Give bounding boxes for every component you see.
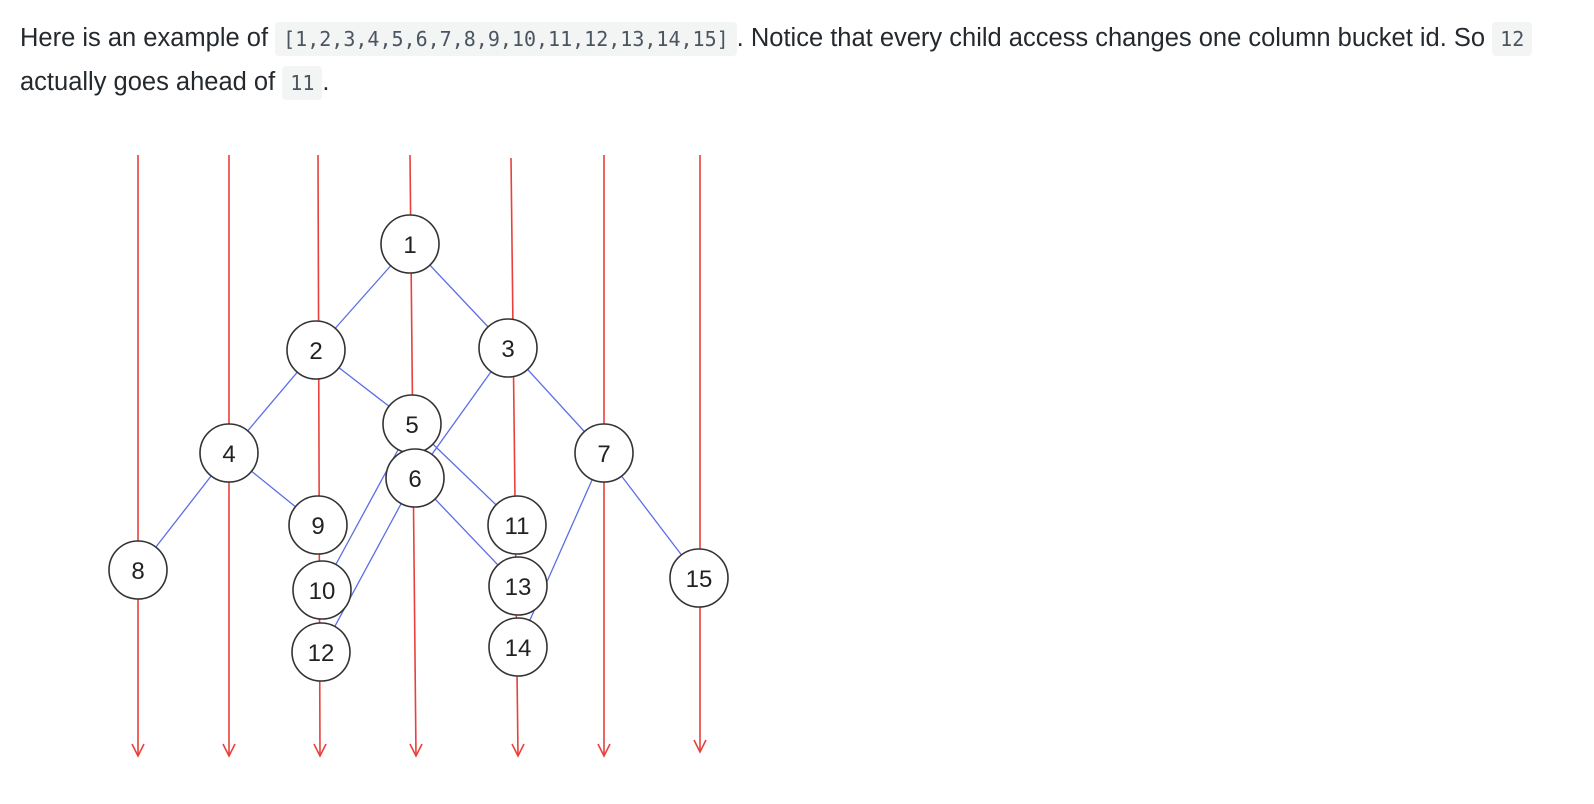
array-code: [1,2,3,4,5,6,7,8,9,10,11,12,13,14,15] (275, 22, 737, 56)
node-label: 5 (405, 412, 418, 439)
tree-node: 14 (488, 617, 548, 677)
tree-node: 5 (382, 394, 442, 454)
tree-node: 6 (385, 448, 445, 508)
node-label: 6 (408, 466, 421, 493)
node-label: 9 (311, 513, 324, 540)
node-label: 10 (309, 578, 336, 605)
node-label: 3 (501, 336, 514, 363)
node-label: 13 (505, 574, 532, 601)
node-label: 12 (308, 640, 335, 667)
tree-node: 15 (669, 548, 729, 608)
tree-node: 8 (108, 540, 168, 600)
tree-node: 12 (291, 622, 351, 682)
node-label: 14 (505, 635, 532, 662)
arrow-head (511, 743, 525, 758)
tree-node: 7 (574, 423, 634, 483)
tree-nodes: 1 2 3 4 5 6 7 8 9 10 11 12 13 14 15 (108, 214, 729, 682)
arrow-head (313, 743, 327, 758)
tree-node: 11 (487, 495, 547, 555)
arrow-head (693, 739, 707, 754)
intro-text: Here is an example of (20, 24, 269, 52)
edge-5-10 (321, 423, 413, 591)
code-12: 12 (1492, 22, 1533, 56)
tree-node: 13 (488, 556, 548, 616)
node-label: 2 (309, 338, 322, 365)
node-label: 1 (403, 232, 416, 259)
edge-7-14 (517, 452, 605, 648)
arrow-head (597, 743, 611, 758)
node-label: 7 (597, 441, 610, 468)
description-paragraph: Here is an example of [1,2,3,4,5,6,7,8,9… (20, 17, 1580, 105)
node-label: 15 (686, 566, 713, 593)
arrow-head (131, 743, 145, 758)
arrow-head (409, 743, 423, 758)
mid-text: . Notice that every child access changes… (736, 24, 1486, 52)
tree-node: 9 (288, 495, 348, 555)
node-label: 11 (505, 513, 530, 540)
code-11: 11 (282, 66, 323, 100)
tree-node: 3 (478, 318, 538, 378)
tree-node: 4 (199, 423, 259, 483)
between-text: actually goes ahead of (20, 68, 276, 96)
tree-node: 10 (292, 560, 352, 620)
node-label: 4 (222, 441, 235, 468)
node-label: 8 (131, 558, 144, 585)
arrow-head (222, 743, 236, 758)
edge-6-12 (320, 477, 416, 653)
tree-node: 2 (286, 320, 346, 380)
tree-node: 1 (380, 214, 440, 274)
end-text: . (322, 68, 330, 96)
